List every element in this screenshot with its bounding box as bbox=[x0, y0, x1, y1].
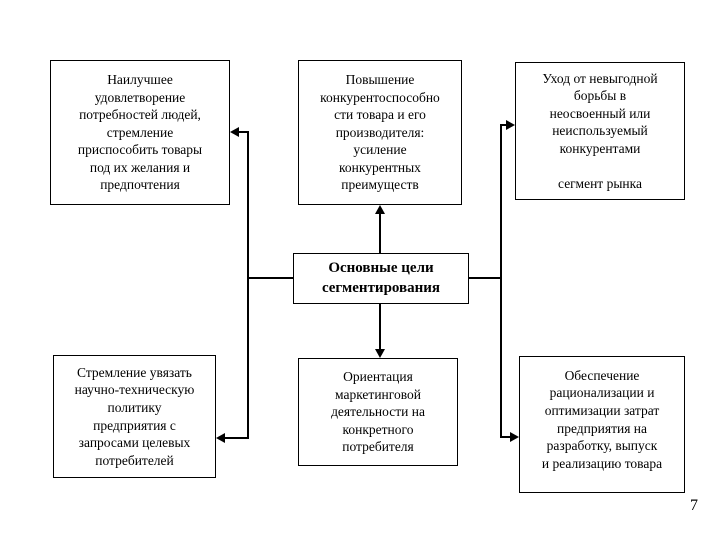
node-bottom-right-line-5: разработку, выпуск bbox=[546, 438, 658, 454]
node-bottom-left-line-1: Стремление увязать bbox=[77, 364, 192, 380]
node-top-right-line-1: Уход от невыгодной bbox=[542, 70, 658, 86]
connector-to-bottom-left bbox=[225, 437, 249, 439]
node-top-right[interactable]: Уход от невыгодной борьбы в неосвоенный … bbox=[515, 62, 685, 200]
node-bottom-right-line-6: и реализацию товара bbox=[541, 455, 663, 471]
node-bottom-middle-line-2: маркетинговой bbox=[335, 386, 421, 402]
page-number: 7 bbox=[690, 497, 698, 514]
connector-to-top-right bbox=[500, 124, 506, 126]
connector-to-bottom-right bbox=[500, 436, 510, 438]
node-bottom-left[interactable]: Стремление увязать научно-техническую по… bbox=[53, 355, 216, 478]
node-top-middle-line-4: производителя: bbox=[335, 124, 425, 140]
node-bottom-middle[interactable]: Ориентация маркетинговой деятельности на… bbox=[298, 358, 458, 466]
node-top-right-line-6 bbox=[598, 157, 601, 175]
node-top-middle-line-1: Повышение bbox=[345, 72, 415, 88]
connector-center-to-left-trunk bbox=[247, 277, 294, 279]
arrowhead-bottom-left bbox=[216, 433, 225, 443]
connector-left-trunk bbox=[247, 131, 249, 437]
connector-to-top-left bbox=[239, 131, 249, 133]
node-bottom-right[interactable]: Обеспечение рационализации и оптимизации… bbox=[519, 356, 685, 493]
connector-to-top-middle bbox=[379, 214, 381, 254]
node-top-left[interactable]: Наилучшее удовлетворение потребностей лю… bbox=[50, 60, 230, 205]
connector-right-trunk bbox=[500, 124, 502, 436]
node-top-right-line-3: неосвоенный или bbox=[549, 105, 651, 121]
node-bottom-right-text: Обеспечение рационализации и оптимизации… bbox=[542, 367, 662, 472]
node-center-main-goals[interactable]: Основные цели сегментирования bbox=[293, 253, 469, 304]
node-top-right-line-4: неиспользуемый bbox=[552, 123, 648, 139]
node-top-left-line-6: под их желания и bbox=[89, 159, 191, 175]
node-bottom-middle-line-3: деятельности на bbox=[331, 404, 425, 420]
node-top-middle-line-6: конкурентных bbox=[339, 159, 421, 175]
node-top-middle[interactable]: Повышение конкурентоспособно сти товара … bbox=[298, 60, 462, 205]
node-bottom-middle-line-1: Ориентация bbox=[343, 369, 413, 385]
node-bottom-left-line-6: потребителей bbox=[95, 452, 174, 468]
arrowhead-bottom-middle bbox=[375, 349, 385, 358]
node-bottom-left-line-5: запросами целевых bbox=[78, 435, 191, 451]
arrowhead-top-right bbox=[506, 120, 515, 130]
node-bottom-right-line-3: оптимизации затрат bbox=[544, 402, 660, 418]
node-top-left-line-3: потребностей людей, bbox=[79, 107, 201, 123]
node-bottom-right-line-1: Обеспечение bbox=[564, 367, 640, 383]
node-bottom-left-line-4: предприятия с bbox=[93, 417, 176, 433]
node-top-right-line-2: борьбы в bbox=[573, 88, 627, 104]
node-bottom-middle-line-4: конкретного bbox=[342, 421, 414, 437]
node-top-middle-line-7: преимуществ bbox=[341, 177, 419, 193]
node-center-line-2: сегментирования bbox=[321, 279, 441, 296]
node-top-left-line-1: Наилучшее bbox=[107, 72, 173, 88]
node-bottom-left-line-2: научно-техническую bbox=[74, 382, 195, 398]
node-top-left-line-5: приспособить товары bbox=[77, 142, 203, 158]
arrowhead-bottom-right bbox=[510, 432, 519, 442]
node-bottom-middle-line-5: потребителя bbox=[342, 439, 414, 455]
arrowhead-top-middle bbox=[375, 205, 385, 214]
arrowhead-top-left bbox=[230, 127, 239, 137]
node-top-middle-line-3: сти товара и его bbox=[334, 107, 426, 123]
node-bottom-right-line-4: предприятия на bbox=[557, 420, 647, 436]
node-bottom-right-line-2: рационализации и bbox=[549, 385, 655, 401]
node-top-left-line-4: стремление bbox=[106, 124, 174, 140]
connector-center-to-right-trunk bbox=[468, 277, 502, 279]
node-top-middle-line-2: конкурентоспособно bbox=[320, 89, 440, 105]
node-top-middle-line-5: усиление bbox=[353, 142, 407, 158]
node-top-left-line-7: предпочтения bbox=[100, 177, 180, 193]
node-bottom-left-line-3: политику bbox=[107, 399, 162, 415]
node-top-right-line-5: конкурентами bbox=[559, 140, 641, 156]
node-center-line-1: Основные цели bbox=[328, 260, 434, 276]
node-top-right-line-7: сегмент рынка bbox=[558, 175, 642, 191]
connector-to-bottom-middle bbox=[379, 303, 381, 349]
node-top-left-line-2: удовлетворение bbox=[94, 89, 186, 105]
